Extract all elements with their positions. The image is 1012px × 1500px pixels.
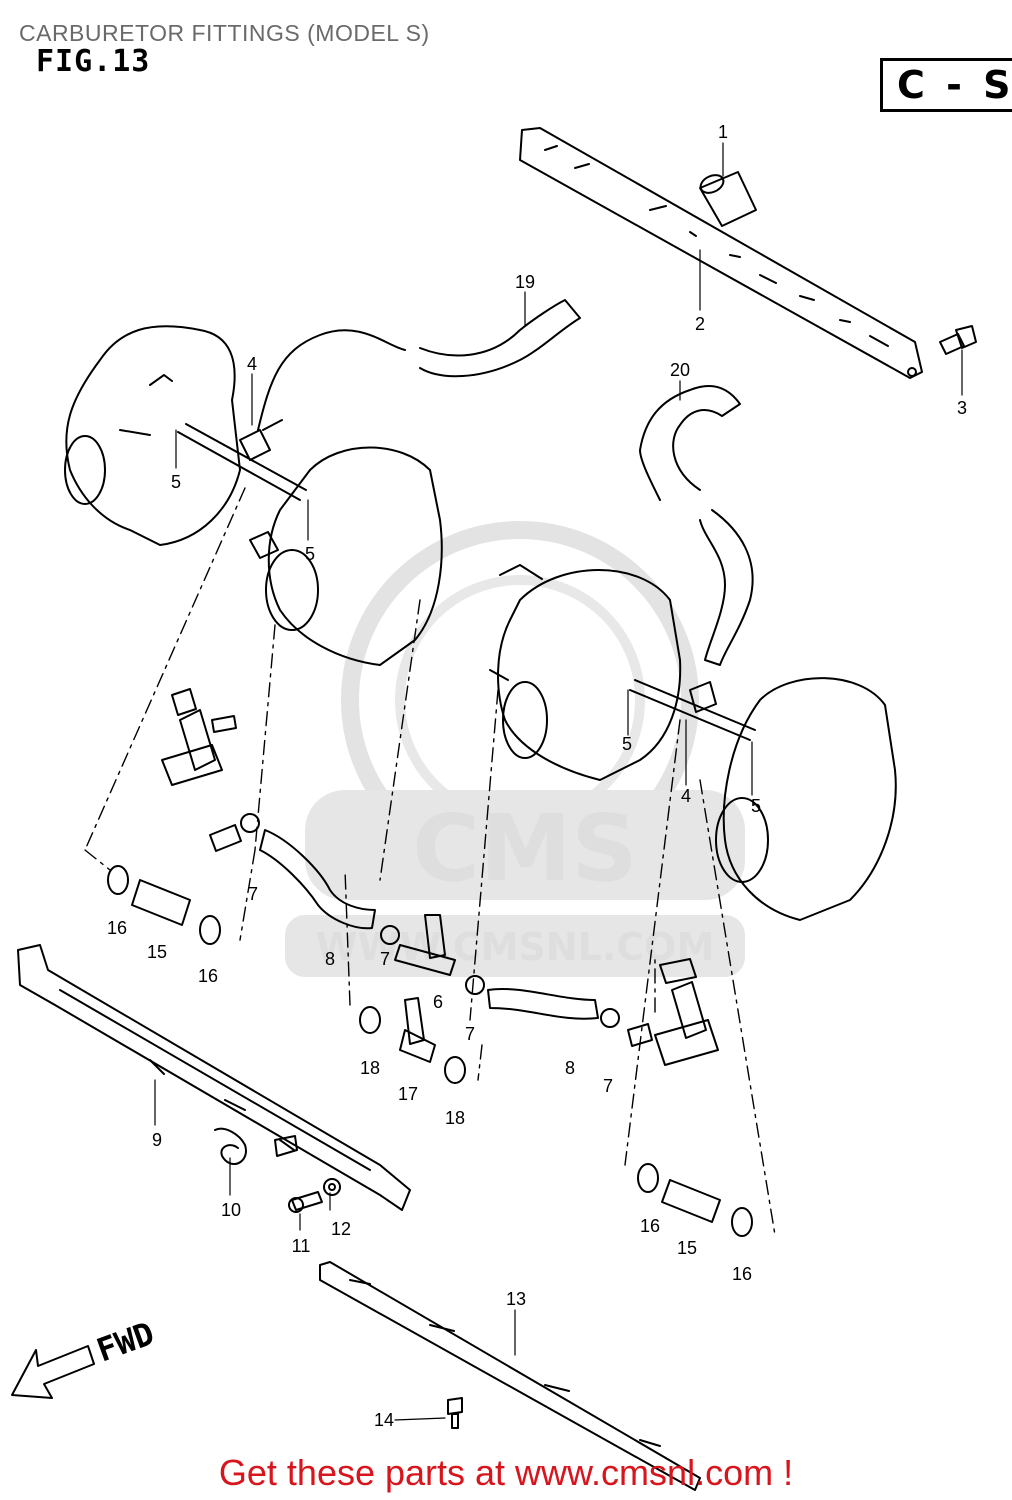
callout-number: 19 xyxy=(515,272,535,292)
model-code: C - S xyxy=(897,63,1012,107)
callout-number: 8 xyxy=(325,949,335,969)
callout-number: 15 xyxy=(677,1238,697,1258)
callout-number: 7 xyxy=(603,1076,613,1096)
cms-watermark: CMS WWW.CMSNL.COM xyxy=(285,521,745,977)
callout-leaders xyxy=(154,142,963,1421)
washer-part-12 xyxy=(323,1178,341,1196)
bracket-part-13 xyxy=(319,1261,701,1491)
o-rings-part-18 xyxy=(359,1006,466,1084)
fuel-fitting-left xyxy=(161,688,242,852)
leader-lines xyxy=(84,487,776,1236)
fuel-filter-part-15-right xyxy=(637,1163,753,1237)
callout-number: 10 xyxy=(221,1200,241,1220)
callout-numbers: 1 2 3 4 5 5 19 20 5 4 5 7 16 15 16 8 7 6… xyxy=(107,122,967,1430)
callout-number: 15 xyxy=(147,942,167,962)
callout-number: 17 xyxy=(398,1084,418,1104)
carburetor-left-front xyxy=(249,446,443,666)
tee-fitting-part-17 xyxy=(399,997,436,1063)
forward-arrow-icon xyxy=(11,1345,95,1399)
page-title: CARBURETOR FITTINGS (MODEL S) xyxy=(19,20,430,46)
callout-number: 7 xyxy=(380,949,390,969)
callout-number: 16 xyxy=(640,1216,660,1236)
callout-number: 7 xyxy=(465,1024,475,1044)
model-code-box: C - S xyxy=(880,58,1012,112)
fuel-filter-part-15-left xyxy=(107,865,221,945)
callout-number: 6 xyxy=(433,992,443,1012)
callout-number: 2 xyxy=(695,314,705,334)
callout-number: 16 xyxy=(107,918,127,938)
hose-part-8-left xyxy=(259,829,376,930)
callout-number: 5 xyxy=(171,472,181,492)
forward-direction-label: FWD xyxy=(92,1314,159,1369)
screw-part-14 xyxy=(447,1397,463,1429)
link-rod-part-9 xyxy=(17,944,411,1211)
watermark-brand: CMS xyxy=(412,795,637,902)
screw-part-3 xyxy=(939,325,977,355)
callout-number: 11 xyxy=(292,1236,311,1256)
sleeve-part-1 xyxy=(699,171,757,227)
tee-fitting-part-6 xyxy=(394,914,456,976)
callout-number: 5 xyxy=(622,734,632,754)
callout-number: 16 xyxy=(732,1264,752,1284)
carburetor-right-rear xyxy=(489,564,682,781)
promo-link[interactable]: Get these parts at www.cmsnl.com ! xyxy=(218,1452,794,1493)
carburetor-right-front xyxy=(715,677,897,921)
fuel-pipe-part-4-left xyxy=(177,423,307,501)
callout-number: 7 xyxy=(248,884,258,904)
callout-number: 4 xyxy=(247,354,257,374)
callout-number: 18 xyxy=(360,1058,380,1078)
spring-part-10 xyxy=(214,1127,298,1165)
callout-number: 5 xyxy=(305,544,315,564)
hose-part-8-right xyxy=(487,988,599,1020)
callout-number: 9 xyxy=(152,1130,162,1150)
figure-label: FIG.13 xyxy=(36,44,151,79)
hose-part-20 xyxy=(639,385,754,666)
callout-number: 8 xyxy=(565,1058,575,1078)
callout-number: 3 xyxy=(957,398,967,418)
clamps-part-7 xyxy=(240,813,620,1028)
hose-part-19 xyxy=(257,299,581,431)
fuel-fitting-right xyxy=(627,958,719,1066)
callout-number: 18 xyxy=(445,1108,465,1128)
callout-number: 16 xyxy=(198,966,218,986)
fuel-pipe-part-4-right xyxy=(629,679,756,741)
callout-number: 20 xyxy=(670,360,690,380)
callout-number: 5 xyxy=(751,796,761,816)
callout-number: 12 xyxy=(331,1219,351,1239)
callout-number: 1 xyxy=(718,122,728,142)
carb-bracket-part-2 xyxy=(519,127,923,379)
carburetor-left-rear xyxy=(64,325,241,546)
callout-number: 14 xyxy=(374,1410,394,1430)
screw-part-11 xyxy=(288,1191,323,1213)
callout-number: 13 xyxy=(506,1289,526,1309)
callout-number: 4 xyxy=(681,786,691,806)
